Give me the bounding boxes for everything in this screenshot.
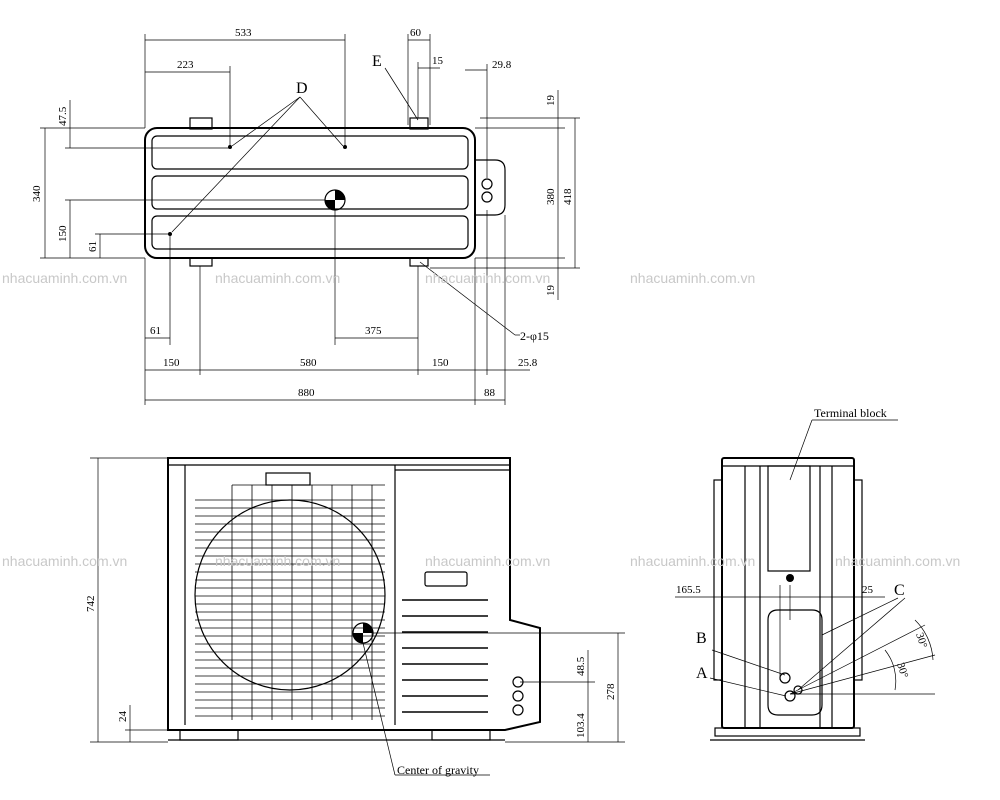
dim-278: 278 (605, 683, 617, 700)
watermarks: nhacuaminh.com.vn nhacuaminh.com.vn nhac… (2, 270, 960, 569)
label-e: E (372, 53, 382, 70)
front-view: Center of gravity 742 24 48.5 103.4 278 (85, 457, 625, 777)
watermark-5: nhacuaminh.com.vn (2, 553, 127, 569)
top-hanger (189, 117, 213, 130)
label-c: C (894, 582, 905, 599)
top-hanger-right (409, 117, 429, 130)
dim-61-h: 61 (150, 325, 161, 337)
label-holes: 2-φ15 (520, 329, 549, 343)
dim-533: 533 (235, 27, 252, 39)
top-foot-left (189, 257, 213, 267)
top-panel-strip-3 (151, 215, 469, 250)
top-view: D E 533 223 60 15 29.8 340 47.5 150 (31, 27, 580, 405)
dim-340: 340 (31, 185, 43, 202)
dim-19-bot: 19 (545, 285, 557, 297)
dim-150-right: 150 (432, 357, 449, 369)
label-d: D (296, 80, 308, 97)
watermark-4: nhacuaminh.com.vn (630, 270, 755, 286)
top-valve-2 (481, 191, 493, 203)
label-a: A (696, 665, 708, 682)
dim-29-8: 29.8 (492, 59, 512, 71)
top-valve-1 (481, 178, 493, 190)
dim-25-8: 25.8 (518, 357, 538, 369)
watermark-7: nhacuaminh.com.vn (425, 553, 550, 569)
angle-30-bot: 30° (894, 661, 910, 679)
side-valve-cover (767, 609, 823, 716)
watermark-8: nhacuaminh.com.vn (630, 553, 755, 569)
dim-103-4: 103.4 (575, 713, 587, 738)
front-gravity-symbol (352, 622, 374, 644)
side-body (721, 457, 855, 729)
top-panel-strip-2 (151, 175, 469, 210)
front-louvers (402, 599, 488, 713)
dim-88: 88 (484, 387, 496, 399)
angle-30-top: 30° (913, 631, 929, 649)
dim-375: 375 (365, 325, 382, 337)
top-gravity-symbol (324, 189, 346, 211)
watermark-2: nhacuaminh.com.vn (215, 270, 340, 286)
dim-48-5: 48.5 (575, 656, 587, 676)
dim-25: 25 (862, 584, 874, 596)
dim-165-5: 165.5 (676, 584, 701, 596)
side-view: Terminal block 165.5 25 30° 30° B A C (675, 406, 936, 741)
top-valve-box (475, 159, 506, 216)
dim-15: 15 (432, 55, 444, 67)
watermark-1: nhacuaminh.com.vn (2, 270, 127, 286)
top-panel-strip-1 (151, 135, 469, 170)
dim-47-5: 47.5 (57, 106, 69, 126)
fan-grille (195, 484, 385, 720)
label-center-of-gravity: Center of gravity (397, 763, 479, 777)
dim-150-left: 150 (163, 357, 180, 369)
dim-742: 742 (85, 596, 97, 613)
watermark-3: nhacuaminh.com.vn (425, 270, 550, 286)
dim-418: 418 (562, 188, 574, 205)
front-label-slot (424, 571, 468, 587)
dim-61-v: 61 (87, 241, 99, 252)
watermark-6: nhacuaminh.com.vn (215, 553, 340, 569)
dim-150-v: 150 (57, 225, 69, 242)
front-body (167, 457, 541, 731)
dim-24: 24 (117, 711, 129, 723)
label-b: B (696, 630, 707, 647)
dim-580: 580 (300, 357, 317, 369)
dim-223: 223 (177, 59, 194, 71)
fan-circle (194, 499, 386, 691)
top-view-body (144, 127, 476, 259)
dim-60: 60 (410, 27, 422, 39)
front-handle (265, 472, 311, 486)
label-terminal-block: Terminal block (814, 406, 887, 420)
dim-380: 380 (545, 188, 557, 205)
dim-19-top: 19 (545, 95, 557, 107)
watermark-9: nhacuaminh.com.vn (835, 553, 960, 569)
dim-880: 880 (298, 387, 315, 399)
top-foot-right (409, 257, 429, 267)
